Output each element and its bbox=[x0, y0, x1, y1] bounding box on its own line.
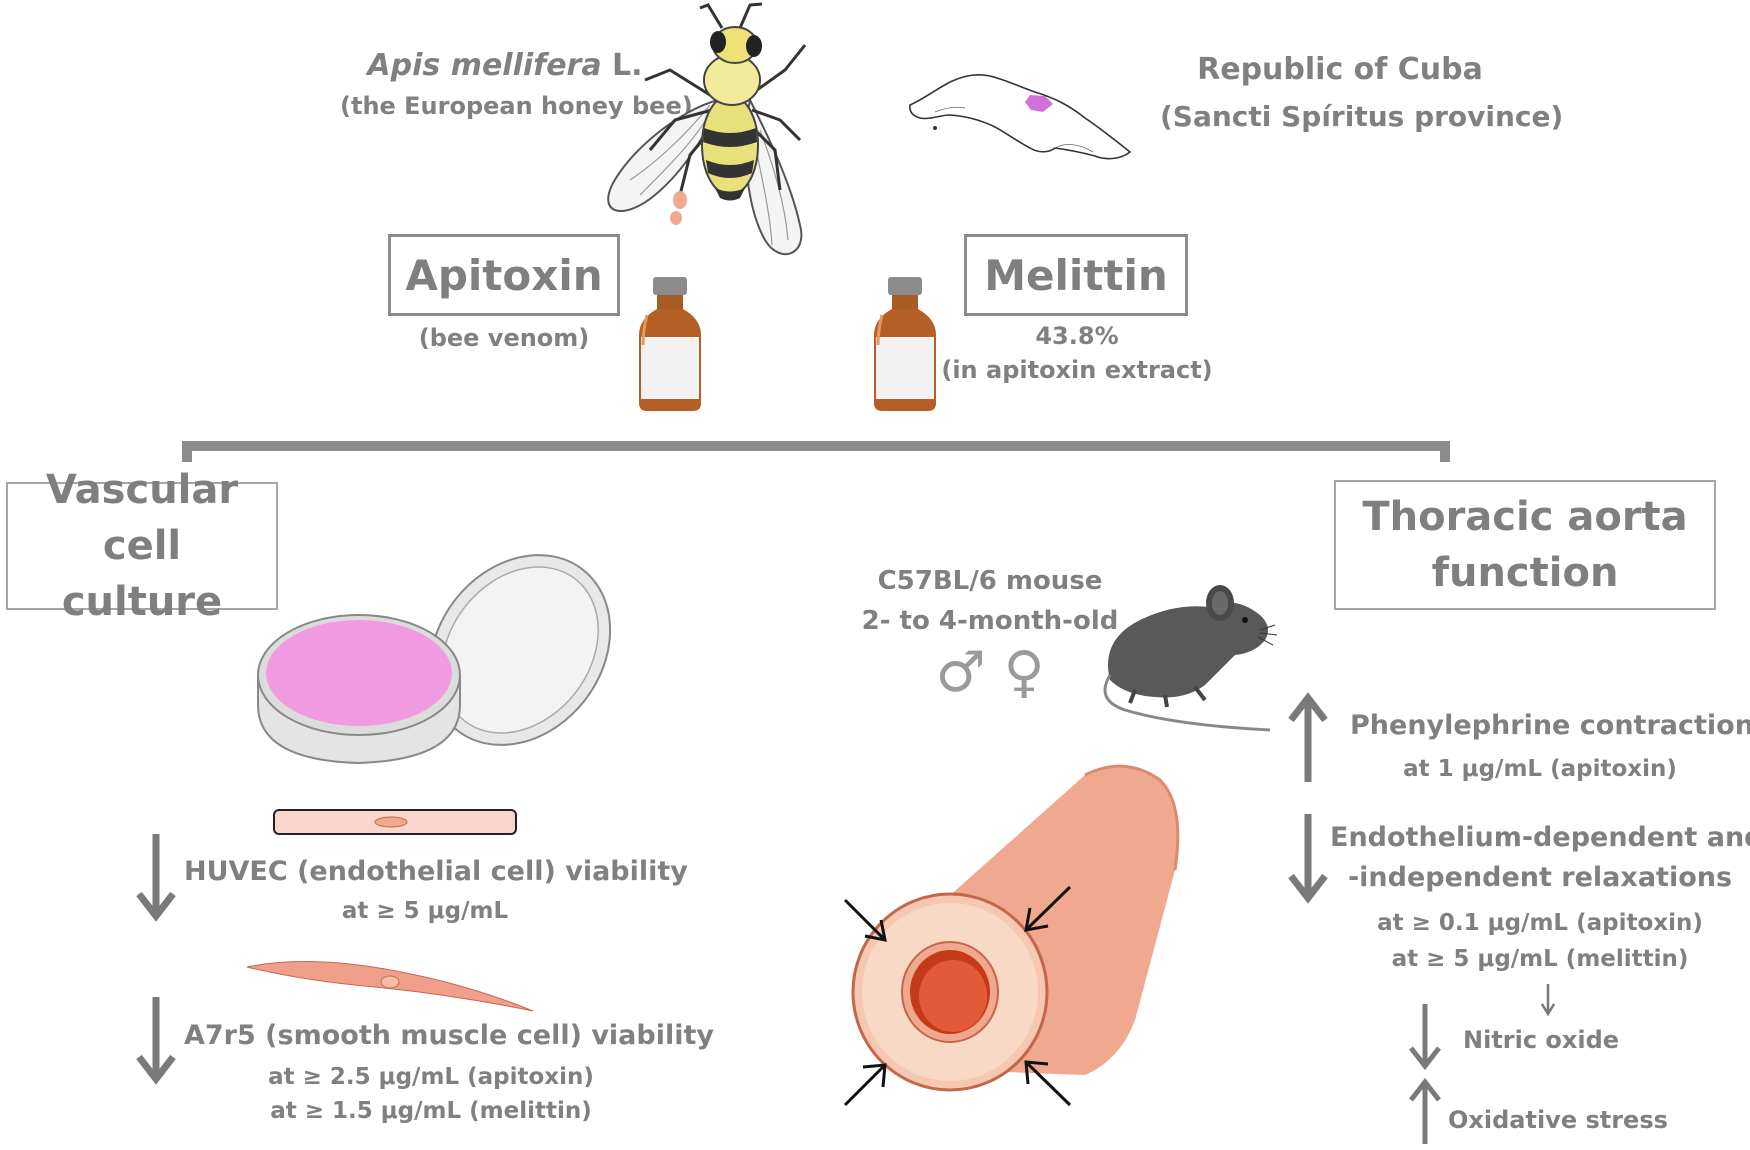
origin-country: Republic of Cuba bbox=[1197, 52, 1483, 87]
up-arrow-phenylephrine bbox=[1288, 692, 1328, 782]
petri-dish-illustration bbox=[257, 554, 612, 765]
melittin-note: (in apitoxin extract) bbox=[941, 356, 1213, 384]
thoracic-aorta-box: Thoracic aorta function bbox=[1334, 480, 1716, 610]
species-italic: Apis mellifera bbox=[367, 48, 602, 83]
cuba-map-illustration bbox=[909, 73, 1132, 160]
relaxations-concentration-apitoxin: at ≥ 0.1 μg/mL (apitoxin) bbox=[1377, 910, 1703, 936]
mouse-sexes: ♂ ♀ bbox=[935, 640, 1045, 705]
down-arrow-nitric-oxide bbox=[1409, 1004, 1441, 1071]
species-name: Apis mellifera L. bbox=[340, 48, 670, 83]
oxidative-stress-label: Oxidative stress bbox=[1448, 1106, 1668, 1134]
mouse-strain: C57BL/6 mouse bbox=[877, 566, 1103, 596]
aorta-title-line2: function bbox=[1431, 550, 1619, 596]
vascular-culture-box: Vascular cell culture bbox=[6, 467, 278, 625]
endothelial-cell-illustration bbox=[273, 809, 517, 835]
a7r5-concentration-apitoxin: at ≥ 2.5 μg/mL (apitoxin) bbox=[268, 1064, 594, 1090]
melittin-vial-icon bbox=[874, 277, 936, 411]
huvec-viability-label: HUVEC (endothelial cell) viability bbox=[184, 856, 688, 887]
aorta-title-line1: Thoracic aorta bbox=[1362, 494, 1688, 540]
smooth-muscle-cell-illustration bbox=[246, 961, 534, 1012]
down-arrow-relaxations bbox=[1288, 814, 1328, 904]
a7r5-viability-label: A7r5 (smooth muscle cell) viability bbox=[184, 1020, 714, 1051]
huvec-concentration: at ≥ 5 μg/mL bbox=[341, 898, 509, 924]
a7r5-concentration-melittin: at ≥ 1.5 μg/mL (melittin) bbox=[270, 1098, 592, 1124]
down-arrow-huvec bbox=[136, 834, 176, 922]
species-suffix: L. bbox=[601, 48, 643, 83]
mouse-age: 2- to 4-month-old bbox=[861, 606, 1119, 636]
melittin-box: Melittin bbox=[964, 234, 1188, 316]
vascular-title-line1: Vascular cell bbox=[45, 467, 239, 569]
aorta-illustration bbox=[843, 764, 1180, 1107]
up-arrow-oxidative-stress bbox=[1409, 1077, 1441, 1144]
apitoxin-vial-icon bbox=[639, 277, 701, 411]
apitoxin-box: Apitoxin bbox=[388, 234, 620, 316]
relaxations-line1: Endothelium-dependent and bbox=[1330, 822, 1750, 853]
origin-province: (Sancti Spíritus province) bbox=[1160, 100, 1564, 133]
apitoxin-subtitle: (bee venom) bbox=[418, 324, 590, 352]
nitric-oxide-label: Nitric oxide bbox=[1463, 1026, 1620, 1054]
phenylephrine-label: Phenylephrine contractions bbox=[1350, 710, 1750, 741]
melittin-percent: 43.8% bbox=[1035, 322, 1119, 350]
down-arrow-a7r5 bbox=[136, 997, 176, 1085]
phenylephrine-concentration: at 1 μg/mL (apitoxin) bbox=[1403, 756, 1677, 782]
apitoxin-title: Apitoxin bbox=[405, 250, 603, 300]
species-common-name: (the European honey bee) bbox=[340, 92, 693, 120]
relaxations-concentration-melittin: at ≥ 5 μg/mL (melittin) bbox=[1391, 946, 1689, 972]
melittin-title: Melittin bbox=[984, 250, 1168, 300]
relaxations-line2: -independent relaxations bbox=[1347, 862, 1733, 893]
vascular-title-line2: culture bbox=[61, 579, 223, 625]
mouse-illustration bbox=[1103, 585, 1278, 732]
honey-bee-illustration bbox=[607, 2, 807, 256]
small-down-arrow bbox=[1540, 984, 1556, 1017]
